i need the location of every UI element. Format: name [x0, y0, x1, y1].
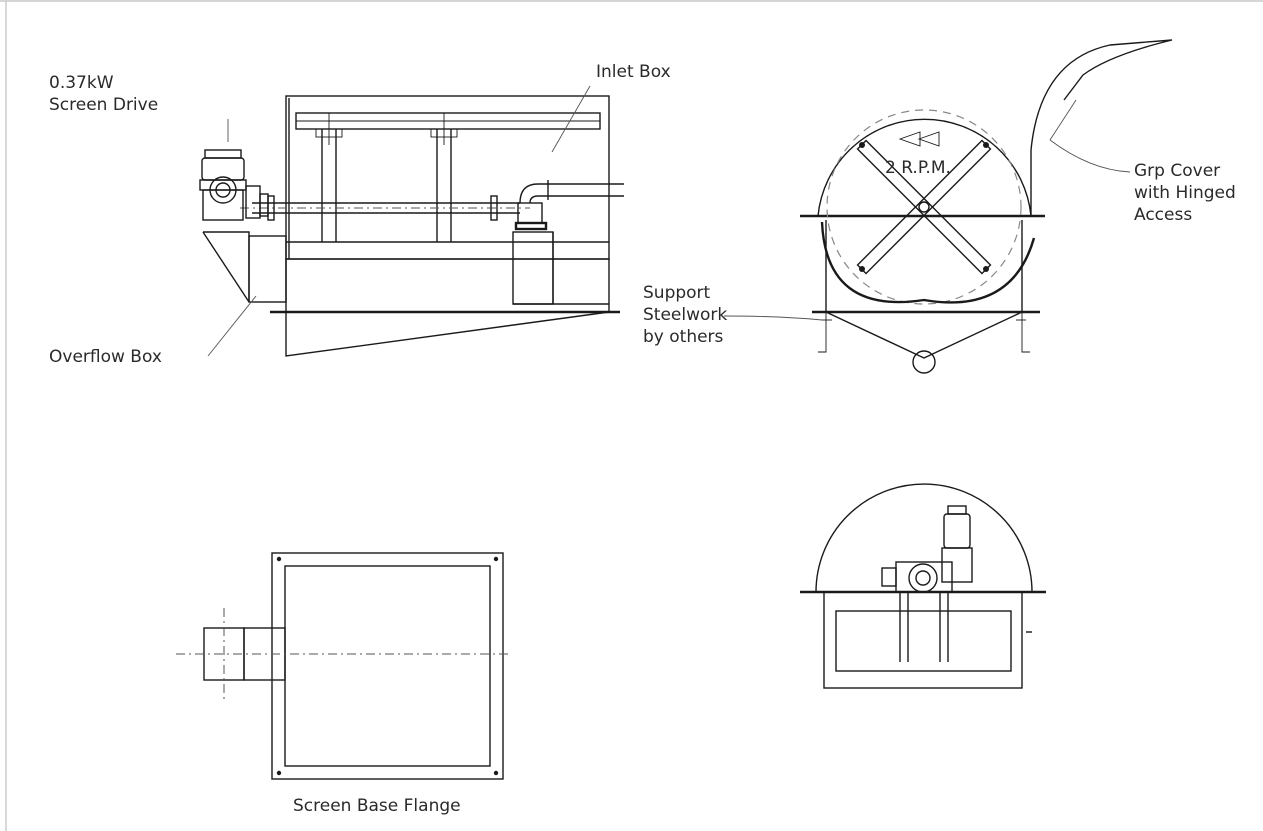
label-support-steelwork-line3: by others — [643, 327, 724, 347]
label-screen-base-flange: Screen Base Flange — [293, 796, 461, 816]
label-grp-cover-line2: with Hinged — [1134, 183, 1236, 203]
label-rpm: 2 R.P.M. — [885, 158, 951, 178]
label-screen-drive: 0.37kW Screen Drive — [49, 72, 158, 116]
label-support-steelwork: Support Steelwork by others — [643, 282, 727, 348]
label-grp-cover-line3: Access — [1134, 205, 1193, 225]
label-screen-drive-line1: 0.37kW — [49, 73, 114, 93]
label-grp-cover: Grp Cover with Hinged Access — [1134, 160, 1236, 226]
label-inlet-box: Inlet Box — [596, 62, 671, 82]
plan-view — [176, 552, 512, 780]
label-screen-drive-line2: Screen Drive — [49, 95, 159, 115]
label-overflow-box: Overflow Box — [49, 347, 162, 367]
rear-view — [800, 483, 1046, 689]
end-elevation-view — [723, 39, 1173, 374]
label-grp-cover-line1: Grp Cover — [1134, 161, 1221, 181]
side-elevation-view — [199, 85, 624, 357]
label-support-steelwork-line2: Steelwork — [643, 305, 728, 325]
label-support-steelwork-line1: Support — [643, 283, 711, 303]
